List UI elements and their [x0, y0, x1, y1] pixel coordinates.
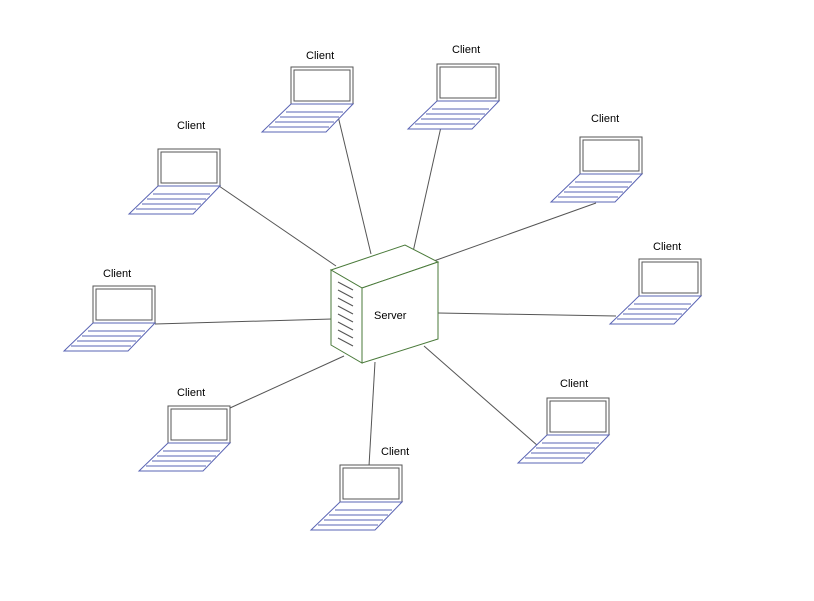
connector-line — [437, 312, 617, 317]
laptop-icon — [260, 66, 355, 133]
connector-line — [154, 318, 333, 325]
client-label: Client — [591, 113, 619, 125]
client-label: Client — [103, 268, 131, 280]
client-label: Client — [381, 446, 409, 458]
connector-line — [218, 185, 337, 267]
laptop-icon — [406, 63, 501, 130]
connector-line — [430, 202, 597, 263]
laptop-icon — [127, 148, 222, 215]
server-tower-icon — [329, 244, 440, 364]
client-label: Client — [306, 50, 334, 62]
connector-line — [368, 361, 376, 467]
client-node[interactable]: Client — [127, 120, 222, 215]
client-node[interactable]: Client — [137, 387, 232, 472]
laptop-icon — [62, 285, 157, 352]
connector-line — [337, 115, 372, 255]
client-node[interactable]: Client — [260, 50, 355, 133]
client-node[interactable]: Client — [549, 113, 644, 203]
connector-line — [423, 345, 539, 447]
laptop-icon — [608, 258, 703, 325]
client-node[interactable]: Client — [406, 44, 501, 130]
server-label: Server — [374, 310, 407, 322]
connector-line — [229, 355, 345, 409]
laptop-icon — [516, 397, 611, 464]
client-label: Client — [177, 387, 205, 399]
client-node[interactable]: Client — [62, 268, 157, 352]
client-node[interactable]: Client — [516, 378, 611, 464]
server-node[interactable]: Server — [329, 244, 440, 364]
client-label: Client — [560, 378, 588, 390]
client-label: Client — [177, 120, 205, 132]
client-label: Client — [452, 44, 480, 56]
laptop-icon — [309, 464, 404, 531]
laptop-icon — [137, 405, 232, 472]
client-node[interactable]: Client — [309, 446, 409, 531]
client-node[interactable]: Client — [608, 241, 703, 325]
laptop-icon — [549, 136, 644, 203]
client-label: Client — [653, 241, 681, 253]
